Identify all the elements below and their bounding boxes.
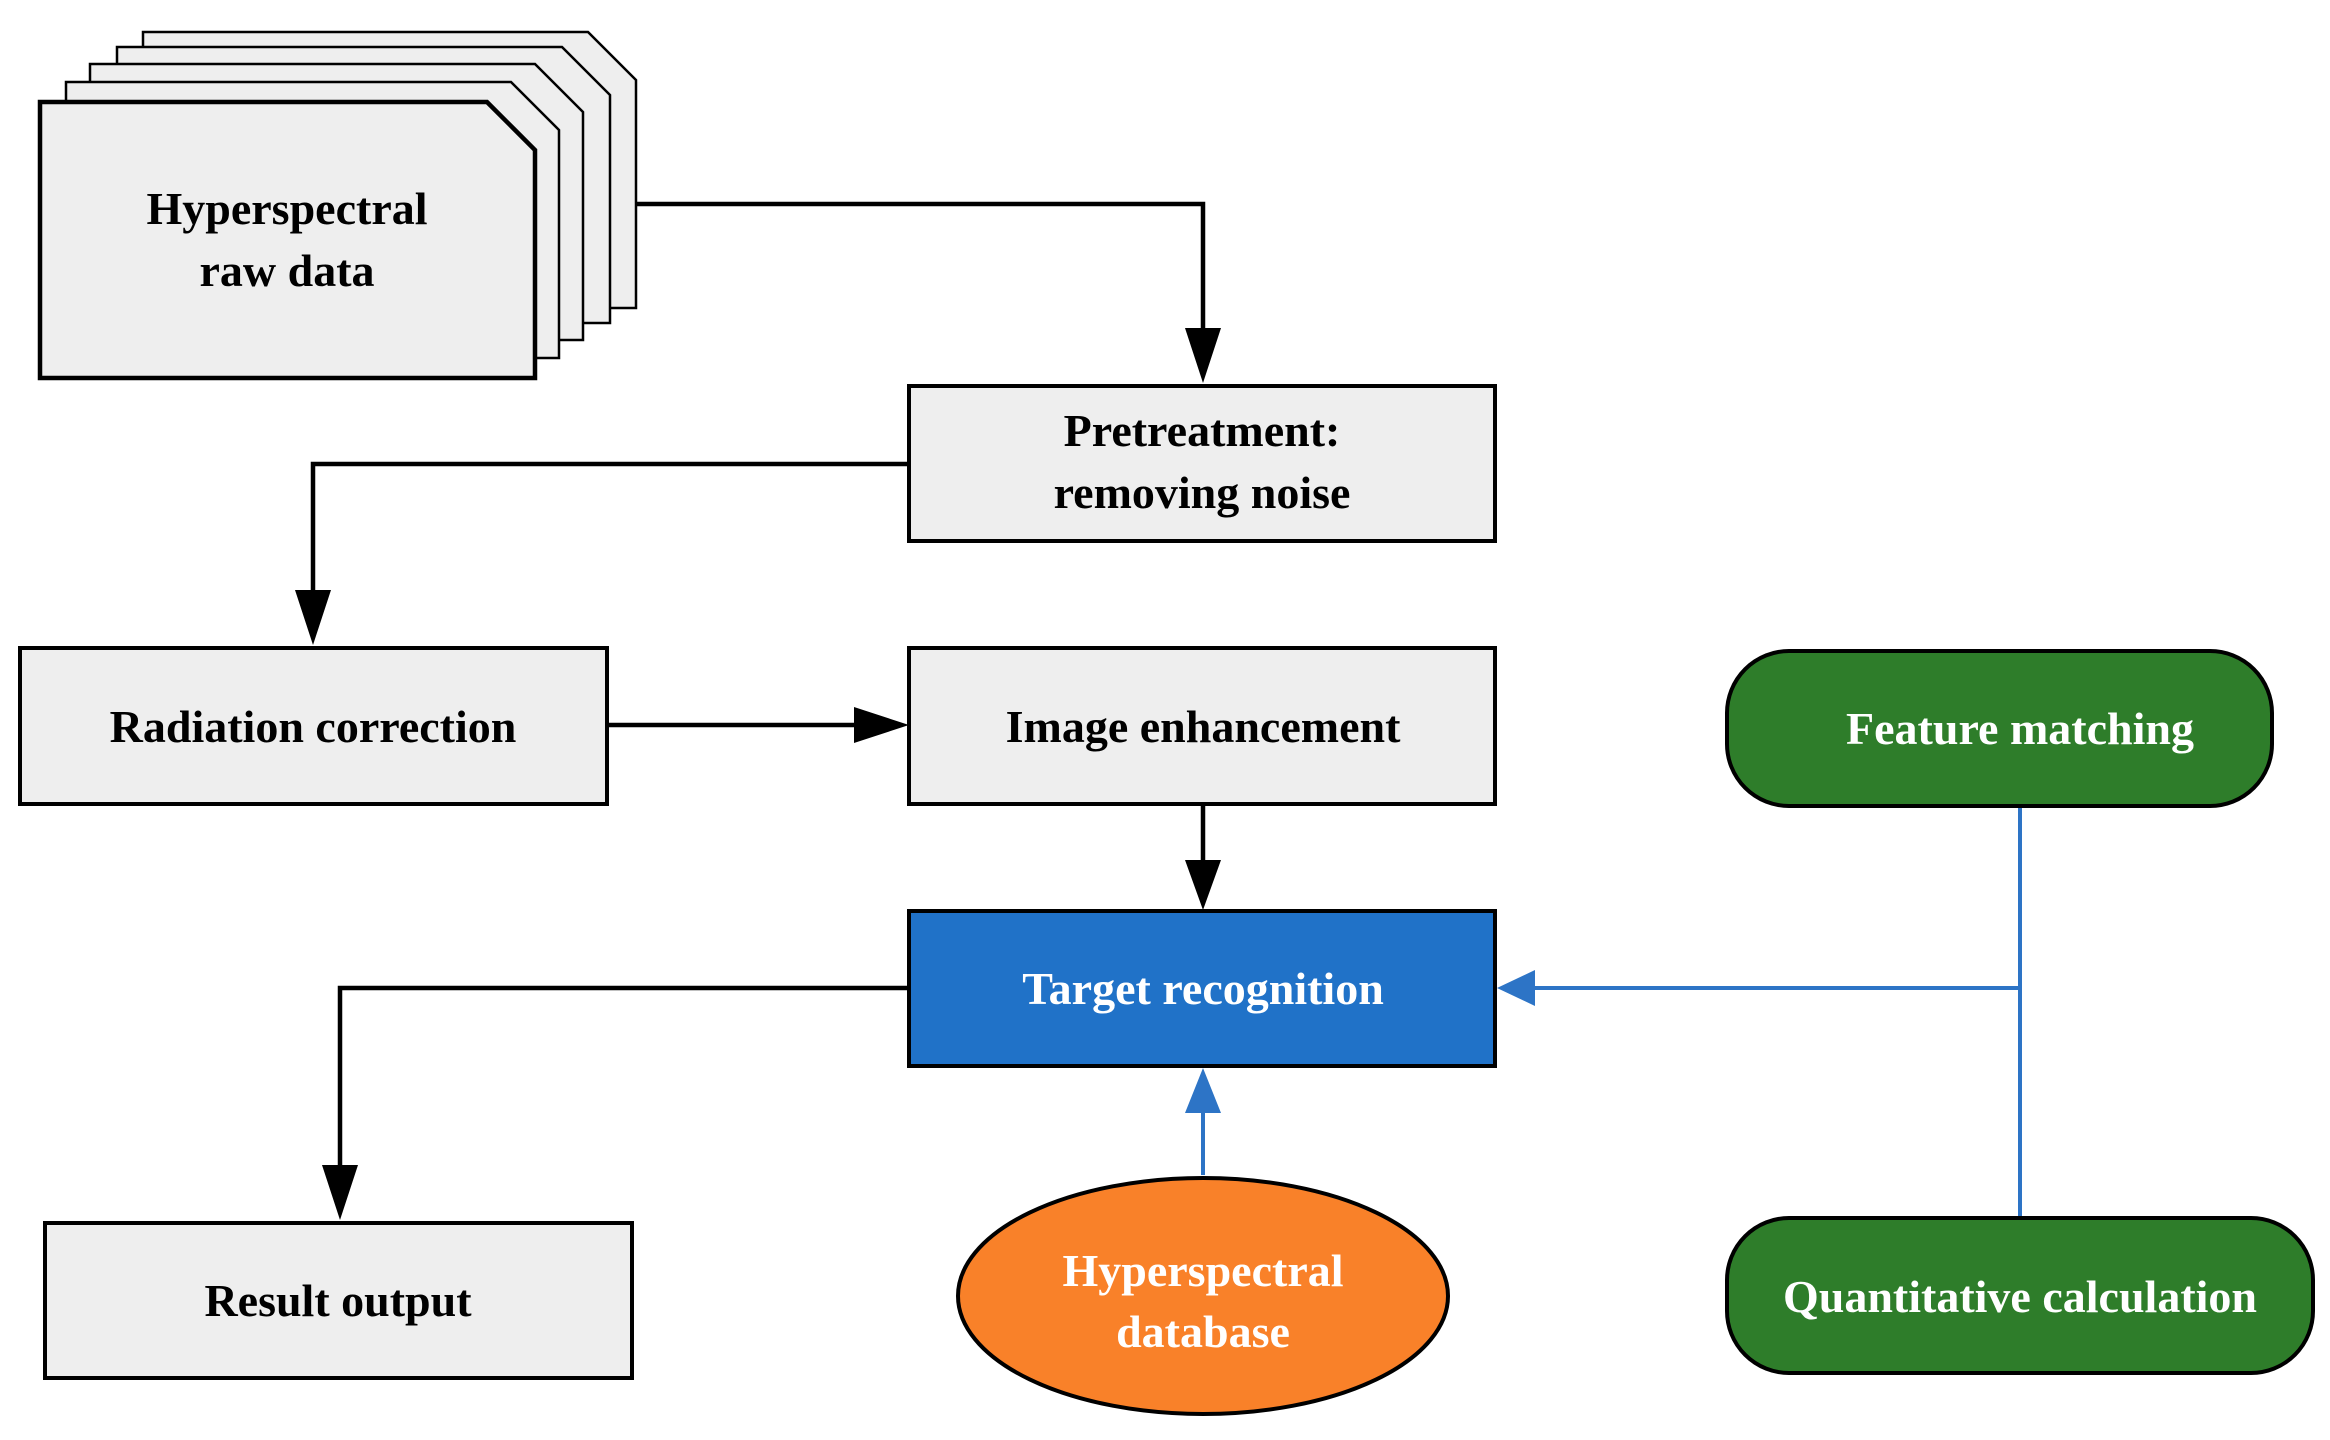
edges-blue [1185, 806, 2022, 1218]
node-pretreatment [907, 384, 1497, 543]
pretreatment-label-line2: removing noise [1054, 467, 1351, 518]
image-enhancement-label: Image enhancement [1006, 701, 1401, 752]
arrowhead-into-result [322, 1165, 358, 1220]
node-raw-data-stack [37, 30, 638, 381]
radiation-correction-label: Radiation correction [110, 701, 517, 752]
node-target-recognition [907, 909, 1497, 1068]
node-quantitative-calculation [1725, 1216, 2315, 1375]
arrowhead-into-enhancement [854, 707, 909, 743]
raw-data-label-line1: Hyperspectral [146, 183, 427, 234]
edge-raw-to-pretreatment [636, 201, 1206, 338]
node-hyperspectral-database [956, 1176, 1450, 1416]
raw-data-label-line2: raw data [199, 245, 374, 296]
arrowhead-into-target [1185, 860, 1221, 910]
edge-target-to-result [337, 985, 909, 1170]
edge-pretreatment-to-radiation [310, 461, 909, 598]
edges-black [295, 201, 1221, 1220]
arrowhead-blue-into-target-right [1497, 970, 1535, 1006]
pretreatment-label-line1: Pretreatment: [1064, 405, 1341, 456]
result-output-label: Result output [204, 1275, 472, 1326]
node-feature-matching [1725, 649, 2274, 808]
edge-feature-to-target [1530, 806, 2022, 990]
quantitative-calculation-label: Quantitative calculation [1783, 1271, 2257, 1322]
node-image-enhancement [907, 646, 1497, 806]
arrowhead-blue-into-target-bottom [1185, 1068, 1221, 1113]
target-recognition-label: Target recognition [1022, 963, 1384, 1014]
node-result-output [43, 1221, 634, 1380]
database-label-line1: Hyperspectral [1062, 1245, 1343, 1296]
node-radiation-correction [18, 646, 609, 806]
feature-matching-label: Feature matching [1846, 703, 2194, 754]
raw-data-front-sheet [37, 99, 538, 381]
arrowhead-into-pretreatment [1185, 328, 1221, 383]
database-label-line2: database [1116, 1306, 1290, 1357]
arrowhead-into-radiation [295, 590, 331, 645]
